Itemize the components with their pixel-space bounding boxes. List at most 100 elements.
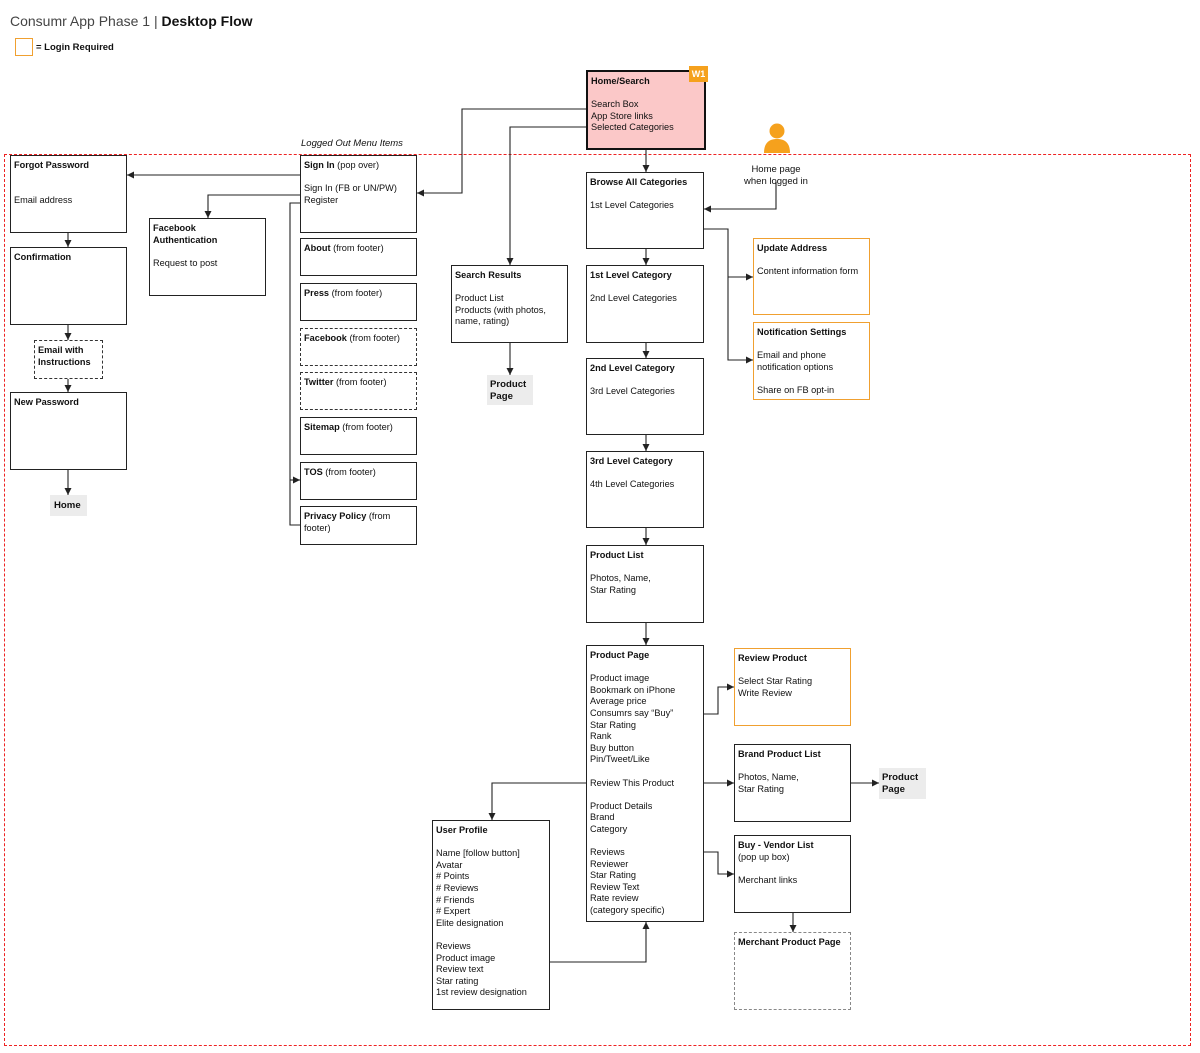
connector-productpage-to-review — [704, 683, 734, 715]
about-title: About — [304, 243, 331, 253]
home-logged-in-caption: Home page when logged in — [744, 164, 808, 187]
connector-signin-to-fbauth — [204, 194, 300, 218]
notification-settings-box[interactable]: Notification Settings Email and phone no… — [753, 322, 870, 400]
brand-product-list-box[interactable]: Brand Product List Photos, Name, Star Ra… — [734, 744, 851, 822]
third-level-body: 4th Level Categories — [590, 479, 675, 490]
vendor-list-title: Buy - Vendor List — [738, 840, 814, 850]
tos-title: TOS — [304, 467, 323, 477]
brand-product-list-title: Brand Product List — [738, 749, 821, 759]
second-level-title: 2nd Level Category — [590, 363, 675, 373]
merchant-product-page-title: Merchant Product Page — [738, 937, 841, 947]
legend: = Login Required — [15, 38, 114, 56]
press-suffix: (from footer) — [329, 288, 383, 298]
notification-settings-title: Notification Settings — [757, 327, 847, 337]
connector-home-to-search — [506, 126, 586, 265]
update-address-box[interactable]: Update Address Content information form — [753, 238, 870, 315]
forgot-password-title: Forgot Password — [14, 160, 90, 170]
about-suffix: (from footer) — [330, 243, 384, 253]
product-page-body: Product image Bookmark on iPhone Average… — [590, 673, 676, 916]
product-list-body: Photos, Name, Star Rating — [590, 573, 651, 595]
facebook-auth-box[interactable]: Facebook Authentication Request to post — [149, 218, 266, 296]
product-page-title: Product Page — [590, 650, 650, 660]
tos-suffix: (from footer) — [322, 467, 376, 477]
facebook-auth-body: Request to post — [153, 257, 218, 268]
logged-out-menu-caption: Logged Out Menu Items — [301, 138, 403, 149]
browse-all-categories-box[interactable]: Browse All Categories 1st Level Categori… — [586, 172, 704, 249]
product-list-box[interactable]: Product List Photos, Name, Star Rating — [586, 545, 704, 623]
sitemap-title: Sitemap — [304, 422, 340, 432]
about-box[interactable]: About (from footer) — [300, 238, 417, 276]
user-profile-title: User Profile — [436, 825, 488, 835]
search-results-body: Product List Products (with photos, name… — [455, 293, 546, 327]
privacy-policy-title: Privacy Policy — [304, 511, 367, 521]
search-results-box[interactable]: Search Results Product List Products (wi… — [451, 265, 568, 343]
second-level-body: 3rd Level Categories — [590, 386, 675, 397]
merchant-product-page-box[interactable]: Merchant Product Page — [734, 932, 851, 1010]
page-title-separator: | — [150, 13, 162, 29]
user-profile-box[interactable]: User Profile Name [follow button] Avatar… — [432, 820, 550, 1010]
third-level-category-box[interactable]: 3rd Level Category 4th Level Categories — [586, 451, 704, 528]
legend-label: = Login Required — [36, 41, 114, 53]
confirmation-title: Confirmation — [14, 252, 72, 262]
email-instructions-title: Email with Instructions — [38, 345, 91, 367]
new-password-title: New Password — [14, 397, 79, 407]
sign-in-box[interactable]: Sign In (pop over) Sign In (FB or UN/PW)… — [300, 155, 417, 233]
product-page-link-2-label: Product Page — [882, 772, 919, 795]
product-list-title: Product List — [590, 550, 644, 560]
first-level-title: 1st Level Category — [590, 270, 672, 280]
review-product-title: Review Product — [738, 653, 807, 663]
twitter-footer-title: Twitter — [304, 377, 334, 387]
facebook-footer-box[interactable]: Facebook (from footer) — [300, 328, 417, 366]
twitter-footer-box[interactable]: Twitter (from footer) — [300, 372, 417, 410]
privacy-policy-suffix: (from footer) — [304, 511, 391, 533]
page-title: Consumr App Phase 1 | Desktop Flow — [10, 13, 253, 29]
confirmation-box[interactable]: Confirmation — [10, 247, 127, 325]
product-page-link-2[interactable]: Product Page — [879, 768, 926, 799]
product-page-link-1-label: Product Page — [490, 379, 527, 402]
brand-product-list-body: Photos, Name, Star Rating — [738, 772, 799, 794]
sitemap-box[interactable]: Sitemap (from footer) — [300, 417, 417, 455]
privacy-policy-box[interactable]: Privacy Policy (from footer) — [300, 506, 417, 545]
home-search-title: Home/Search — [591, 76, 650, 86]
notification-settings-body: Email and phone notification options Sha… — [757, 350, 835, 395]
connector-loggedin-to-browse — [704, 182, 777, 213]
forgot-password-box[interactable]: Forgot Password Email address — [10, 155, 127, 233]
page-title-flow: Desktop Flow — [161, 13, 253, 29]
tos-box[interactable]: TOS (from footer) — [300, 462, 417, 500]
update-address-body: Content information form — [757, 266, 859, 277]
product-page-link-1[interactable]: Product Page — [487, 375, 533, 405]
first-level-category-box[interactable]: 1st Level Category 2nd Level Categories — [586, 265, 704, 343]
product-page-box[interactable]: Product Page Product image Bookmark on i… — [586, 645, 704, 922]
facebook-footer-suffix: (from footer) — [346, 333, 400, 343]
home-search-body: Search Box App Store links Selected Cate… — [591, 99, 674, 133]
connector-productpage-to-vendor — [704, 851, 734, 878]
browse-all-body: 1st Level Categories — [590, 200, 674, 211]
page-title-main: Consumr App Phase 1 — [10, 13, 151, 29]
update-address-title: Update Address — [757, 243, 828, 253]
vendor-list-body: (pop up box) Merchant links — [738, 851, 798, 885]
connector-userprofile-to-productpage — [550, 922, 650, 963]
home-link-box[interactable]: Home — [50, 495, 87, 516]
connector-footer-bracket — [289, 202, 300, 526]
review-product-box[interactable]: Review Product Select Star Rating Write … — [734, 648, 851, 726]
home-link-label: Home — [54, 500, 81, 511]
user-icon — [764, 123, 790, 153]
connector-browse-to-notification — [704, 228, 753, 364]
vendor-list-box[interactable]: Buy - Vendor List (pop up box) Merchant … — [734, 835, 851, 913]
logged-in-region — [4, 154, 1191, 1046]
home-search-box[interactable]: Home/Search Search Box App Store links S… — [586, 70, 706, 150]
sitemap-suffix: (from footer) — [339, 422, 393, 432]
press-title: Press — [304, 288, 330, 298]
connector-home-to-signin — [417, 108, 586, 197]
press-box[interactable]: Press (from footer) — [300, 283, 417, 321]
forgot-password-body: Email address — [14, 194, 73, 205]
second-level-category-box[interactable]: 2nd Level Category 3rd Level Categories — [586, 358, 704, 435]
legend-swatch — [15, 38, 33, 56]
first-level-body: 2nd Level Categories — [590, 293, 677, 304]
new-password-box[interactable]: New Password — [10, 392, 127, 470]
third-level-title: 3rd Level Category — [590, 456, 673, 466]
sign-in-body: Sign In (FB or UN/PW) Register — [304, 183, 397, 205]
email-instructions-box[interactable]: Email with Instructions — [34, 340, 103, 379]
sign-in-title: Sign In — [304, 160, 335, 170]
